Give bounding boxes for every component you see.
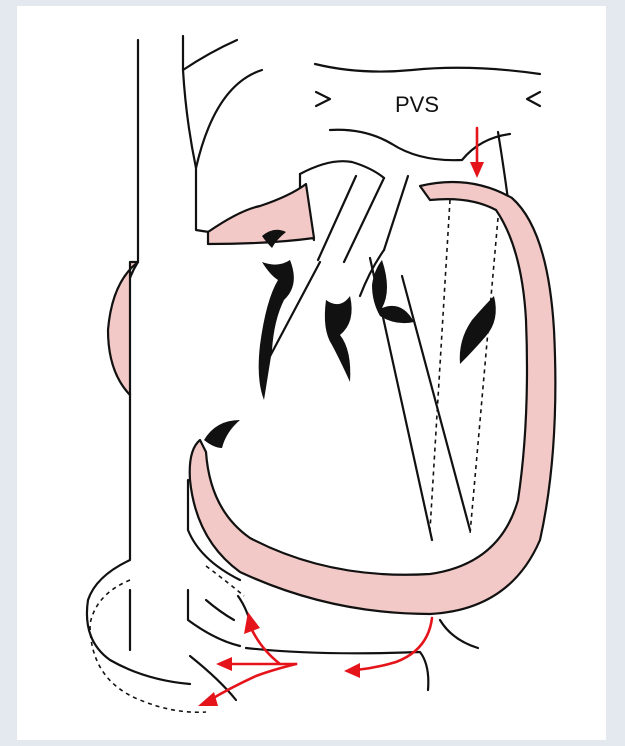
branch-arrows xyxy=(198,612,296,706)
atrial-wall xyxy=(208,184,314,244)
pvs-inflow-arrow xyxy=(470,128,484,178)
valve-leaflets xyxy=(204,230,496,448)
coronary-outflow-arrow xyxy=(344,618,432,678)
aortic-bulge xyxy=(108,262,138,395)
interior-lines xyxy=(268,200,498,540)
pvs-label: PVS xyxy=(395,92,439,117)
ventricular-myocardium xyxy=(190,182,556,614)
